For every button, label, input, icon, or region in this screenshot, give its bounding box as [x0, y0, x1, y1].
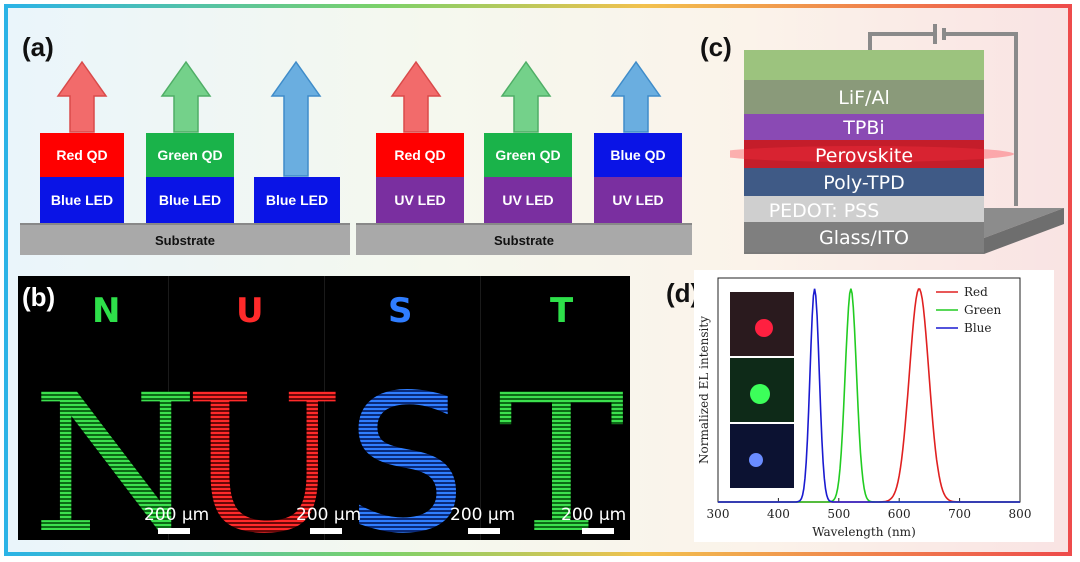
- x-axis-label: Wavelength (nm): [812, 525, 916, 539]
- small-letter-n: N: [92, 291, 120, 331]
- red-emission-arrow: [390, 60, 442, 133]
- large-letter-s: S: [346, 354, 467, 540]
- panel-d-label: (d): [666, 278, 700, 308]
- uv-led-layer: UV LED: [594, 177, 682, 223]
- panel-a-label: (a): [22, 32, 54, 62]
- glass-ito-layer: [744, 222, 984, 252]
- green-emission-arrow: [160, 60, 212, 133]
- perovskite-glow: [730, 146, 1014, 162]
- blue-led-layer: Blue LED: [254, 177, 340, 223]
- red-qd-layer: Red QD: [376, 133, 464, 177]
- scale-bar: [310, 528, 342, 534]
- blue-qd-layer: Blue QD: [594, 133, 682, 177]
- x-tick-label: 400: [767, 507, 790, 521]
- inset-blue-glow: [749, 453, 763, 467]
- legend-label-green: Green: [964, 303, 1002, 317]
- small-letter-s: S: [388, 291, 413, 331]
- green-qd-layer: Green QD: [146, 133, 234, 177]
- scale-bar: [158, 528, 190, 534]
- scale-bar-label: 200 μm: [144, 505, 210, 525]
- lif-al-layer: [744, 80, 984, 114]
- x-tick-label: 800: [1009, 507, 1032, 521]
- bottom-wire: [944, 32, 1018, 206]
- scale-bar-label: 200 μm: [450, 505, 516, 525]
- stack-top-face: [744, 50, 984, 80]
- large-letter-t: T: [498, 354, 625, 540]
- blue-emission-arrow: [610, 60, 662, 133]
- tpbi-layer: [744, 114, 984, 140]
- micrograph-panel: N U S T N U S T 200 μm 200 μm 200 μm 200…: [18, 276, 630, 540]
- layer-label-glass-ito: Glass/ITO: [819, 227, 909, 249]
- green-qd-layer: Green QD: [484, 133, 572, 177]
- layer-label-perovskite: Perovskite: [815, 145, 913, 167]
- red-qd-layer: Red QD: [40, 133, 124, 177]
- micrograph-image: N U S T N U S T: [32, 276, 625, 540]
- inset-photo-blue-device: [730, 424, 794, 488]
- legend-label-blue: Blue: [964, 321, 992, 335]
- inset-red-glow: [755, 319, 773, 337]
- blue-emission-arrow: [270, 60, 322, 177]
- blue-led-layer: Blue LED: [146, 177, 234, 223]
- scale-bar-label: 200 μm: [561, 505, 627, 525]
- scale-bar: [468, 528, 500, 534]
- uv-led-layer: UV LED: [376, 177, 464, 223]
- x-tick-label: 500: [827, 507, 850, 521]
- legend-label-red: Red: [964, 285, 988, 299]
- series-line-blue: [718, 288, 1020, 503]
- panel-b-label: (b): [22, 282, 56, 312]
- poly-tpd-layer: [744, 168, 984, 196]
- inset-green-glow: [750, 384, 770, 404]
- substrate-right: Substrate: [356, 223, 692, 255]
- device-stack-diagram: LiF/Al TPBi Perovskite Poly-TPD PEDOT: P…: [730, 24, 1064, 254]
- blue-led-layer: Blue LED: [40, 177, 124, 223]
- large-letter-u: U: [184, 354, 344, 540]
- layer-label-pedot-pss: PEDOT: PSS: [769, 200, 880, 222]
- green-emission-arrow: [500, 60, 552, 133]
- el-spectrum-chart: 300 400 500 600 700 800 Wavelength (nm) Norma…: [694, 270, 1054, 542]
- layer-label-lif-al: LiF/Al: [838, 87, 889, 109]
- red-emission-arrow: [56, 60, 108, 133]
- panel-c-label: (c): [700, 32, 732, 62]
- small-letter-u: U: [236, 291, 264, 331]
- substrate-side: [984, 208, 1064, 254]
- layer-label-tpbi: TPBi: [842, 117, 884, 139]
- x-tick-label: 600: [888, 507, 911, 521]
- layer-label-poly-tpd: Poly-TPD: [823, 172, 904, 194]
- scale-bar: [582, 528, 614, 534]
- y-axis-label: Normalized EL intensity: [697, 316, 711, 464]
- x-tick-label: 700: [948, 507, 971, 521]
- panel-a-arrows: [56, 60, 662, 177]
- small-letter-t: T: [550, 291, 574, 331]
- x-tick-label: 300: [707, 507, 730, 521]
- pedot-pss-layer: [744, 196, 984, 222]
- scale-bar-label: 200 μm: [296, 505, 362, 525]
- large-letter-n: N: [32, 354, 198, 540]
- perovskite-layer: [744, 140, 984, 168]
- substrate-left: Substrate: [20, 223, 350, 255]
- uv-led-layer: UV LED: [484, 177, 572, 223]
